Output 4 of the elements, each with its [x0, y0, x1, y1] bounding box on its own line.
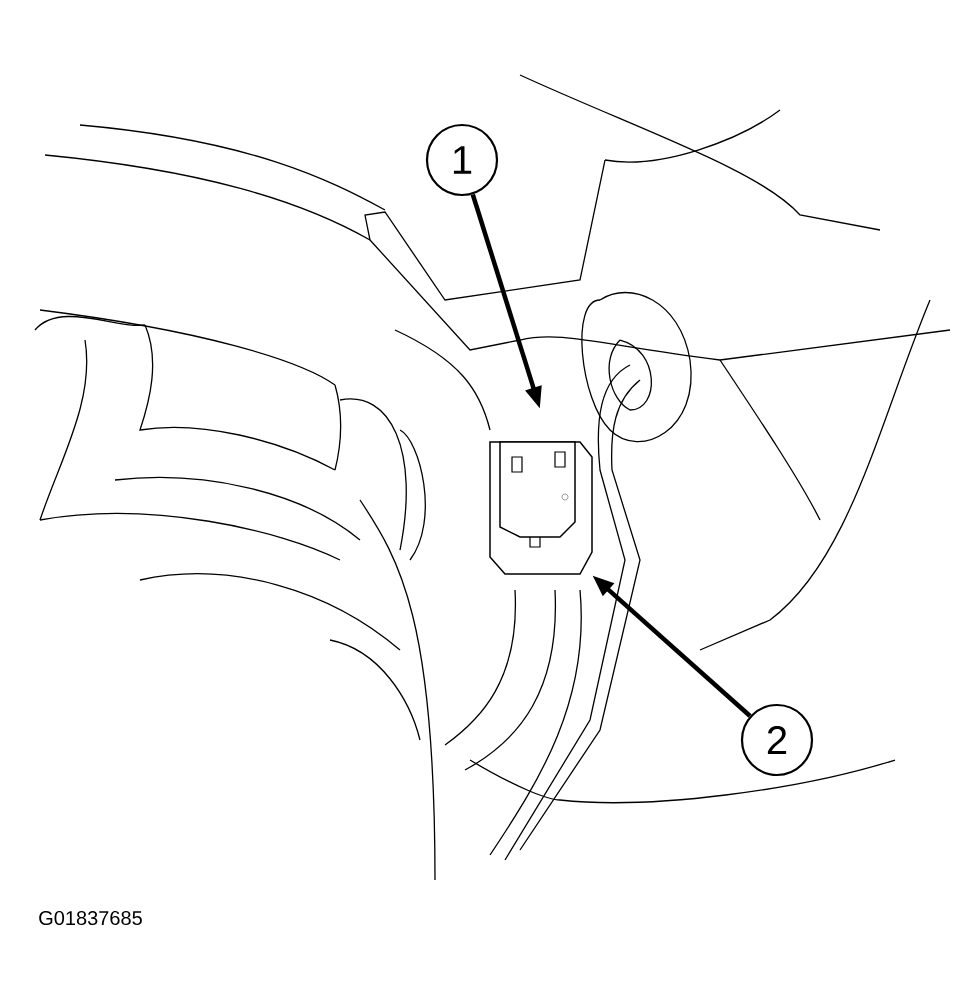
- figure-code: G01837685: [39, 910, 142, 926]
- callout-number: 1: [425, 123, 499, 197]
- connector-drawing: [489, 441, 593, 575]
- callout-number: 2: [740, 703, 814, 777]
